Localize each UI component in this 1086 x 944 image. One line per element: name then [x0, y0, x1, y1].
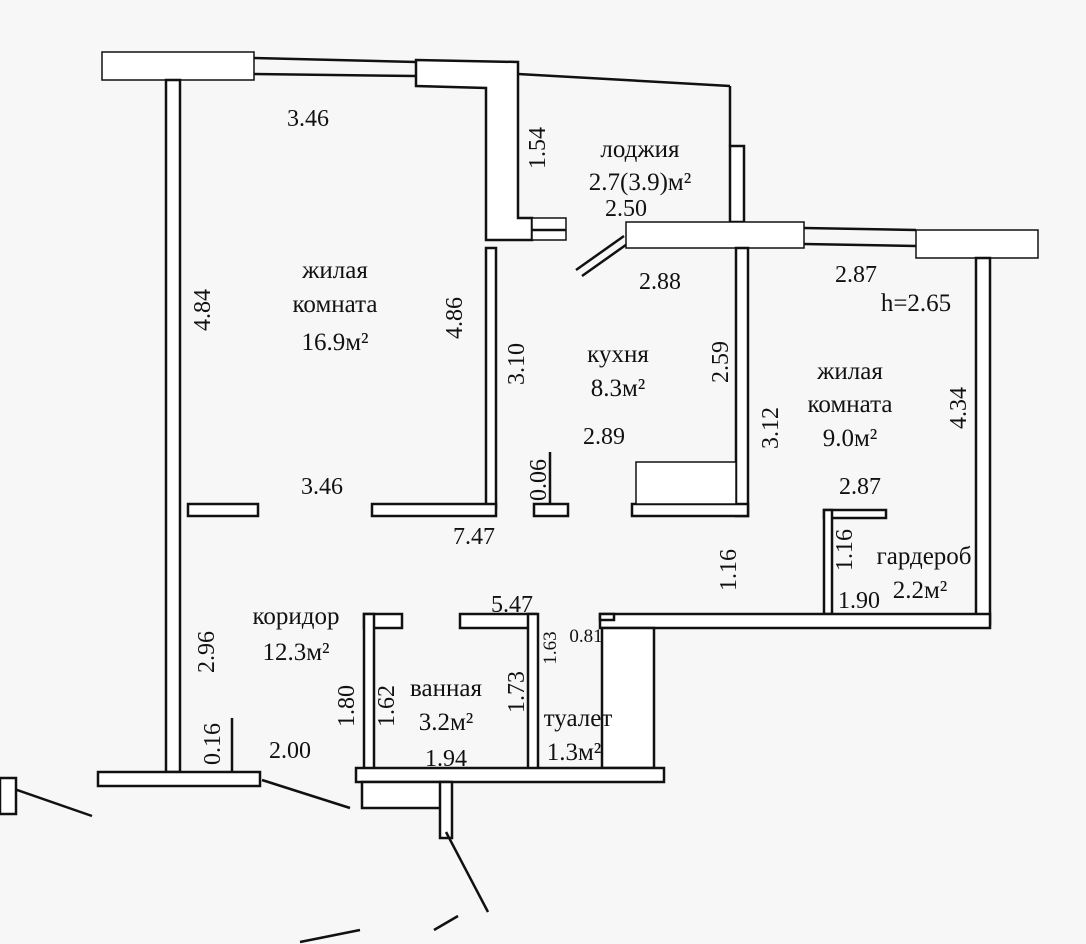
loggia-name: лоджия	[600, 136, 680, 163]
room-labels: жилая комната 16.9м² лоджия 2.7(3.9)м² к…	[253, 136, 972, 766]
kitchen-name: кухня	[587, 341, 649, 368]
outside-stair-mark	[433, 914, 459, 932]
dim-corridor-right: 1.16	[716, 549, 742, 591]
living1-name-2: комната	[293, 291, 378, 318]
entrance-post	[438, 780, 454, 840]
dim-toilet-height: 1.63	[540, 631, 561, 664]
kitchen-counter	[635, 461, 737, 505]
window-top-right	[915, 229, 1039, 259]
loggia-partition-wall	[414, 58, 534, 242]
dim-bath-block-width: 5.47	[491, 592, 533, 618]
left-outer-wall	[164, 78, 182, 774]
wall-bottom-right-corner	[598, 612, 616, 622]
entrance-door-leaf	[261, 778, 351, 810]
wardrobe-left-wall	[822, 508, 834, 616]
dim-bath-left-outer: 1.80	[334, 685, 360, 727]
wardrobe-name: гардероб	[876, 543, 971, 570]
kitchen-window-wall	[625, 221, 805, 249]
dim-corridor-bottom: 2.00	[269, 738, 311, 764]
walls	[0, 51, 1039, 944]
corridor-name: коридор	[253, 603, 340, 630]
dim-living2-left: 3.12	[758, 407, 784, 449]
entrance-block	[360, 780, 450, 810]
dim-corridor-step: 0.16	[200, 723, 226, 765]
partition-kitchen-stub	[532, 502, 570, 518]
outside-line-bottom	[299, 928, 361, 944]
living1-name-1: жилая	[301, 257, 368, 284]
dim-kitchen-top: 2.88	[639, 269, 681, 295]
dim-living1-top: 3.46	[287, 106, 329, 132]
stair-line	[444, 831, 490, 913]
bathroom-name: ванная	[410, 675, 482, 702]
living1-area: 16.9м²	[301, 329, 368, 356]
balcony-door-leaf-2	[581, 240, 631, 278]
dim-living2-right: 4.34	[946, 387, 972, 429]
dim-bath-left-inner: 1.62	[374, 685, 400, 727]
dim-kitchen-step: 0.06	[526, 459, 552, 501]
corridor-area: 12.3м²	[262, 639, 329, 666]
dim-loggia-depth: 1.54	[525, 127, 551, 169]
partition-living1-bottom	[370, 502, 498, 518]
window-glass-right-inner	[803, 242, 917, 248]
dim-corridor-length: 7.47	[453, 524, 495, 550]
window-glass-top-inner	[253, 72, 417, 78]
kitchen-area: 8.3м²	[591, 375, 646, 402]
loggia-outer-wall-top	[517, 72, 731, 88]
loggia-right-pier	[728, 144, 746, 224]
dim-corridor-left: 2.96	[194, 631, 220, 673]
living2-area: 9.0м²	[823, 425, 878, 452]
dim-loggia-width: 2.50	[605, 196, 647, 222]
toilet-right-wall	[600, 626, 656, 770]
toilet-name: туалет	[544, 705, 613, 732]
bath-wall-left	[362, 612, 376, 774]
dim-living1-left: 4.84	[190, 289, 216, 331]
balcony-door-leaf	[575, 234, 625, 272]
toilet-area: 1.3м²	[547, 739, 602, 766]
wardrobe-area: 2.2м²	[893, 577, 948, 604]
window-glass-top	[253, 56, 417, 64]
dim-kitchen-right: 2.59	[708, 341, 734, 383]
dim-living1-right: 4.86	[442, 297, 468, 339]
dim-bath-right-inner: 1.73	[504, 671, 530, 713]
bathroom-area: 3.2м²	[419, 709, 474, 736]
wall-bottom-right	[598, 612, 992, 630]
wardrobe-top-stub	[822, 508, 888, 520]
dim-wardrobe-depth: 1.90	[838, 588, 880, 614]
bottom-bath-wall	[354, 766, 666, 784]
window-glass-right	[803, 226, 917, 232]
outside-stub-left	[0, 776, 18, 816]
dim-kitchen-bottom: 2.89	[583, 424, 625, 450]
dim-kitchen-left: 3.10	[504, 343, 530, 385]
window-top-left	[101, 51, 255, 81]
dim-living2-top: 2.87	[835, 262, 877, 288]
partition-left-stub	[186, 502, 260, 518]
dimension-labels: 3.46 3.46 2.50 2.88 2.89 2.87 2.87 7.47 …	[190, 106, 972, 772]
wall-living1-kitchen	[484, 246, 498, 510]
loggia-area: 2.7(3.9)м²	[589, 169, 691, 196]
dim-toilet-width: 0.81	[569, 626, 602, 647]
right-outer-wall	[974, 256, 992, 626]
wall-kitchen-living2	[734, 246, 750, 518]
living2-name-1: жилая	[816, 358, 883, 385]
dim-wardrobe-height: 1.16	[832, 529, 858, 571]
living2-name-2: комната	[808, 391, 893, 418]
ceiling-height: h=2.65	[881, 290, 951, 317]
dim-wardrobe-width: 2.87	[839, 474, 881, 500]
dim-bath-bottom: 1.94	[425, 746, 467, 772]
bottom-left-wall	[96, 770, 262, 788]
dim-living1-bottom: 3.46	[301, 474, 343, 500]
partition-kitchen-right	[630, 502, 750, 518]
